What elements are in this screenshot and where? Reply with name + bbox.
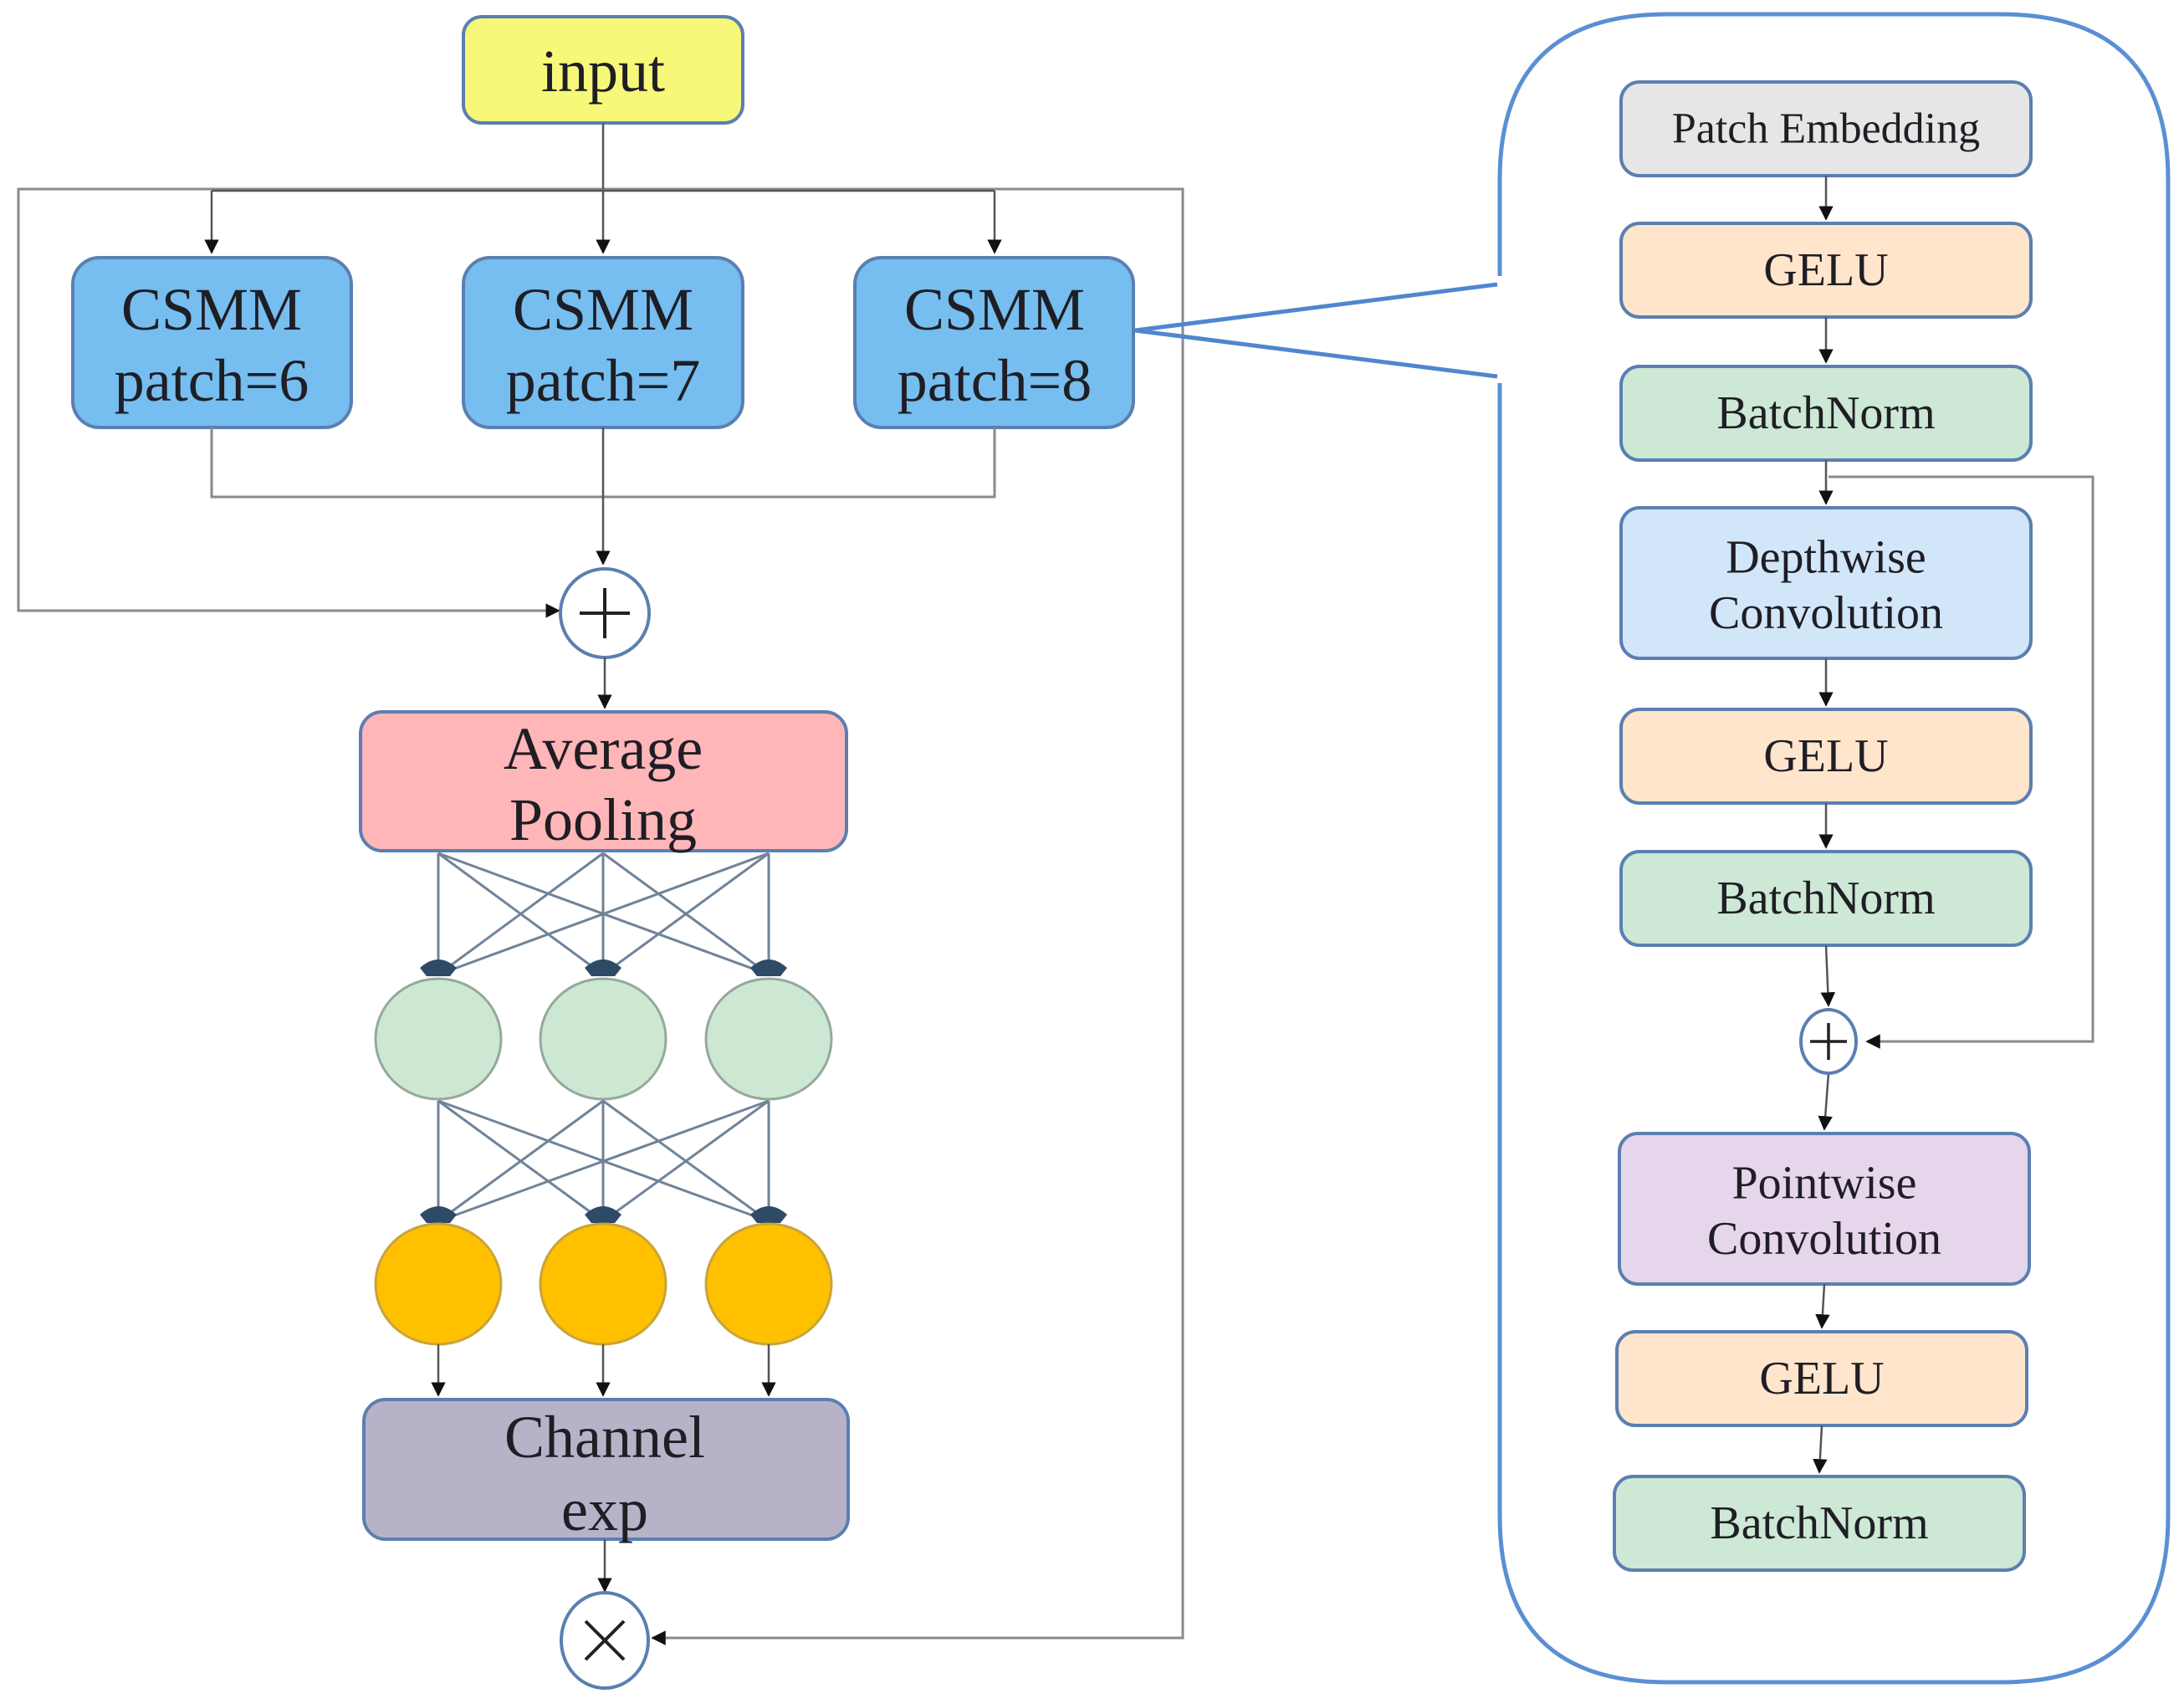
detail-add-operator [1799, 1008, 1858, 1075]
plus-icon [580, 588, 630, 638]
detail-block-box [1613, 1475, 2026, 1572]
connection-arrowhead [750, 1206, 787, 1223]
detail-block-label: Depthwise [1726, 531, 1926, 583]
detail-block-label: Pointwise [1732, 1157, 1917, 1209]
plus-icon [1810, 1023, 1847, 1060]
detail-block-patch-embedding: Patch Embedding [1619, 80, 2033, 177]
csmm-detail-panel: Patch EmbeddingGELUBatchNormDepthwiseCon… [1497, 12, 2171, 1685]
detail-block-gelu: GELU [1619, 222, 2033, 319]
connection-arrowhead [750, 959, 787, 976]
hidden-node [374, 977, 503, 1101]
channel-exp-line2: exp [561, 1476, 648, 1543]
csmm-patch-label: patch=7 [506, 347, 701, 414]
add-operator [559, 567, 651, 659]
detail-block-label: Patch Embedding [1672, 105, 1980, 153]
detail-block-gelu: GELU [1615, 1330, 2028, 1427]
fc-edge-pool-to-hidden [437, 852, 770, 976]
detail-block-label: BatchNorm [1716, 872, 1935, 924]
hidden-layer [374, 977, 833, 1101]
detail-flow-arrow [1815, 1283, 1830, 1329]
csmm-title: CSMM [904, 276, 1085, 343]
detail-skip-connection [1829, 475, 2094, 1043]
csmm-block-patch-8: CSMM patch=8 [853, 256, 1135, 429]
average-pooling-box [359, 710, 848, 852]
fc-connections-1 [420, 852, 787, 976]
detail-block-label: BatchNorm [1710, 1497, 1928, 1549]
csmm-patch-label: patch=6 [115, 347, 309, 414]
connection-arrowhead [585, 959, 621, 976]
fc-edge-pool-to-hidden [437, 852, 604, 976]
channel-exp-box [362, 1398, 850, 1541]
fc-edge-pool-to-hidden [602, 852, 770, 976]
fc-edge-hidden-to-output [602, 1099, 770, 1223]
channel-exp-line1: Channel [504, 1404, 705, 1471]
channel-exp-block: Channel exp [362, 1398, 850, 1543]
csmm-patch-label: patch=8 [898, 347, 1092, 414]
fc-connections-2 [420, 1099, 787, 1223]
detail-block-label: Convolution [1707, 1213, 1941, 1265]
fc-edge-hidden-to-output [437, 1099, 770, 1223]
detail-block-batchnorm: BatchNorm [1613, 1475, 2026, 1572]
detail-panel-border [1497, 12, 2171, 1685]
output-node [539, 1222, 667, 1346]
detail-block-gelu: GELU [1619, 708, 2033, 805]
average-pooling-line2: Pooling [509, 786, 697, 853]
input-label: input [541, 38, 665, 105]
multiply-icon [584, 1620, 626, 1661]
detail-flow-arrow [1813, 1425, 1828, 1474]
detail-block-label: GELU [1763, 730, 1888, 782]
detail-flow-arrow [1818, 1072, 1833, 1131]
output-node [704, 1222, 833, 1346]
outer-skip-connection [17, 187, 1184, 1640]
detail-block-batchnorm: BatchNorm [1619, 850, 2033, 947]
input-node: input [462, 15, 744, 125]
average-pooling-block: Average Pooling [359, 710, 848, 853]
fc-edge-hidden-to-output [437, 1099, 604, 1223]
hidden-node [539, 977, 667, 1101]
average-pooling-line1: Average [504, 715, 703, 782]
detail-block-label: Convolution [1709, 587, 1943, 639]
detail-block-label: BatchNorm [1716, 387, 1935, 439]
csmm-title: CSMM [121, 276, 302, 343]
connection-arrowhead [420, 959, 457, 976]
detail-block-label: GELU [1763, 244, 1888, 296]
hidden-node [704, 977, 833, 1101]
connection-arrowhead [420, 1206, 457, 1223]
output-node [374, 1222, 503, 1346]
zoom-connector-lines [1134, 282, 1498, 379]
detail-block-batchnorm: BatchNorm [1619, 365, 2033, 462]
output-layer [374, 1222, 833, 1346]
multiply-operator [560, 1591, 650, 1690]
csmm-title: CSMM [513, 276, 693, 343]
detail-block-label: GELU [1759, 1353, 1884, 1405]
connection-arrowhead [585, 1206, 621, 1223]
detail-flow-arrow [1820, 944, 1836, 1007]
csmm-block-patch-7: CSMM patch=7 [462, 256, 744, 429]
csmm-block-patch-6: CSMM patch=6 [71, 256, 353, 429]
left-panel: input CSMM patch=6 CSMM patch=7 CSMM pat… [17, 15, 1184, 1690]
